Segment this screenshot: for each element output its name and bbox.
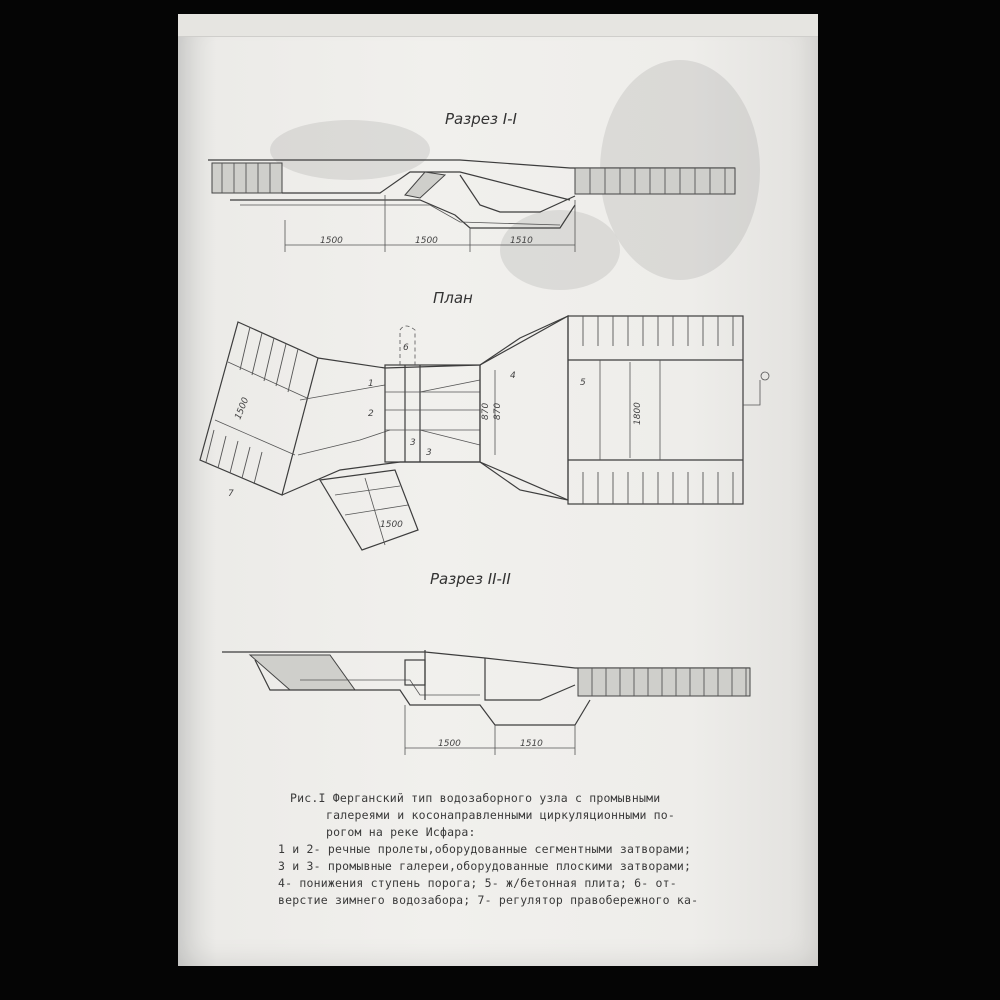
item-number: 5	[580, 378, 586, 388]
item-number: 4	[510, 371, 516, 381]
caption-line: 4- понижения ступень порога; 5- ж/бетонн…	[278, 876, 677, 890]
plan-drawing: План 1500 870 870	[199, 289, 770, 551]
item-number: 2	[368, 409, 374, 419]
dim-label: 870	[493, 403, 503, 420]
item-number: 1	[368, 379, 374, 389]
dim-label: 1800	[633, 402, 643, 425]
plan-title: План	[433, 289, 473, 307]
caption-line: верстие зимнего водозабора; 7- регулятор…	[278, 893, 699, 907]
caption-line: 1 и 2- речные пролеты,оборудованные сегм…	[278, 842, 692, 856]
item-number: 6	[403, 343, 409, 353]
caption-line: рогом на реке Исфара:	[326, 825, 476, 839]
dim-label: 1500	[415, 236, 438, 246]
section-1-drawing: Разрез I-I 1500 1500 1510	[208, 110, 736, 252]
dim-label: 1510	[510, 236, 533, 246]
dim-label: 1500	[234, 396, 252, 421]
item-number: 3	[410, 438, 416, 448]
item-number: 3	[426, 448, 432, 458]
section-2-title: Разрез II-II	[430, 570, 511, 588]
section-1-title: Разрез I-I	[445, 110, 518, 128]
dim-label: 870	[481, 403, 491, 420]
toner-smudge	[500, 210, 620, 290]
dim-label: 1500	[380, 520, 403, 530]
dim-label: 1510	[520, 739, 543, 749]
caption-line: галереями и косонаправленными циркуляцио…	[326, 808, 676, 822]
section-2-drawing: Разрез II-II 1500 1510	[222, 570, 751, 755]
caption-line: Рис.I Ферганский тип водозаборного узла …	[290, 791, 661, 805]
dim-label: 1500	[438, 739, 461, 749]
toner-smudge	[270, 120, 430, 180]
dim-label: 1500	[320, 236, 343, 246]
item-number: 7	[228, 489, 234, 499]
paper-top-edge	[178, 14, 818, 37]
figure-caption: Рис.I Ферганский тип водозаборного узла …	[278, 790, 770, 909]
caption-line: 3 и 3- промывные галереи,оборудованные п…	[278, 859, 692, 873]
